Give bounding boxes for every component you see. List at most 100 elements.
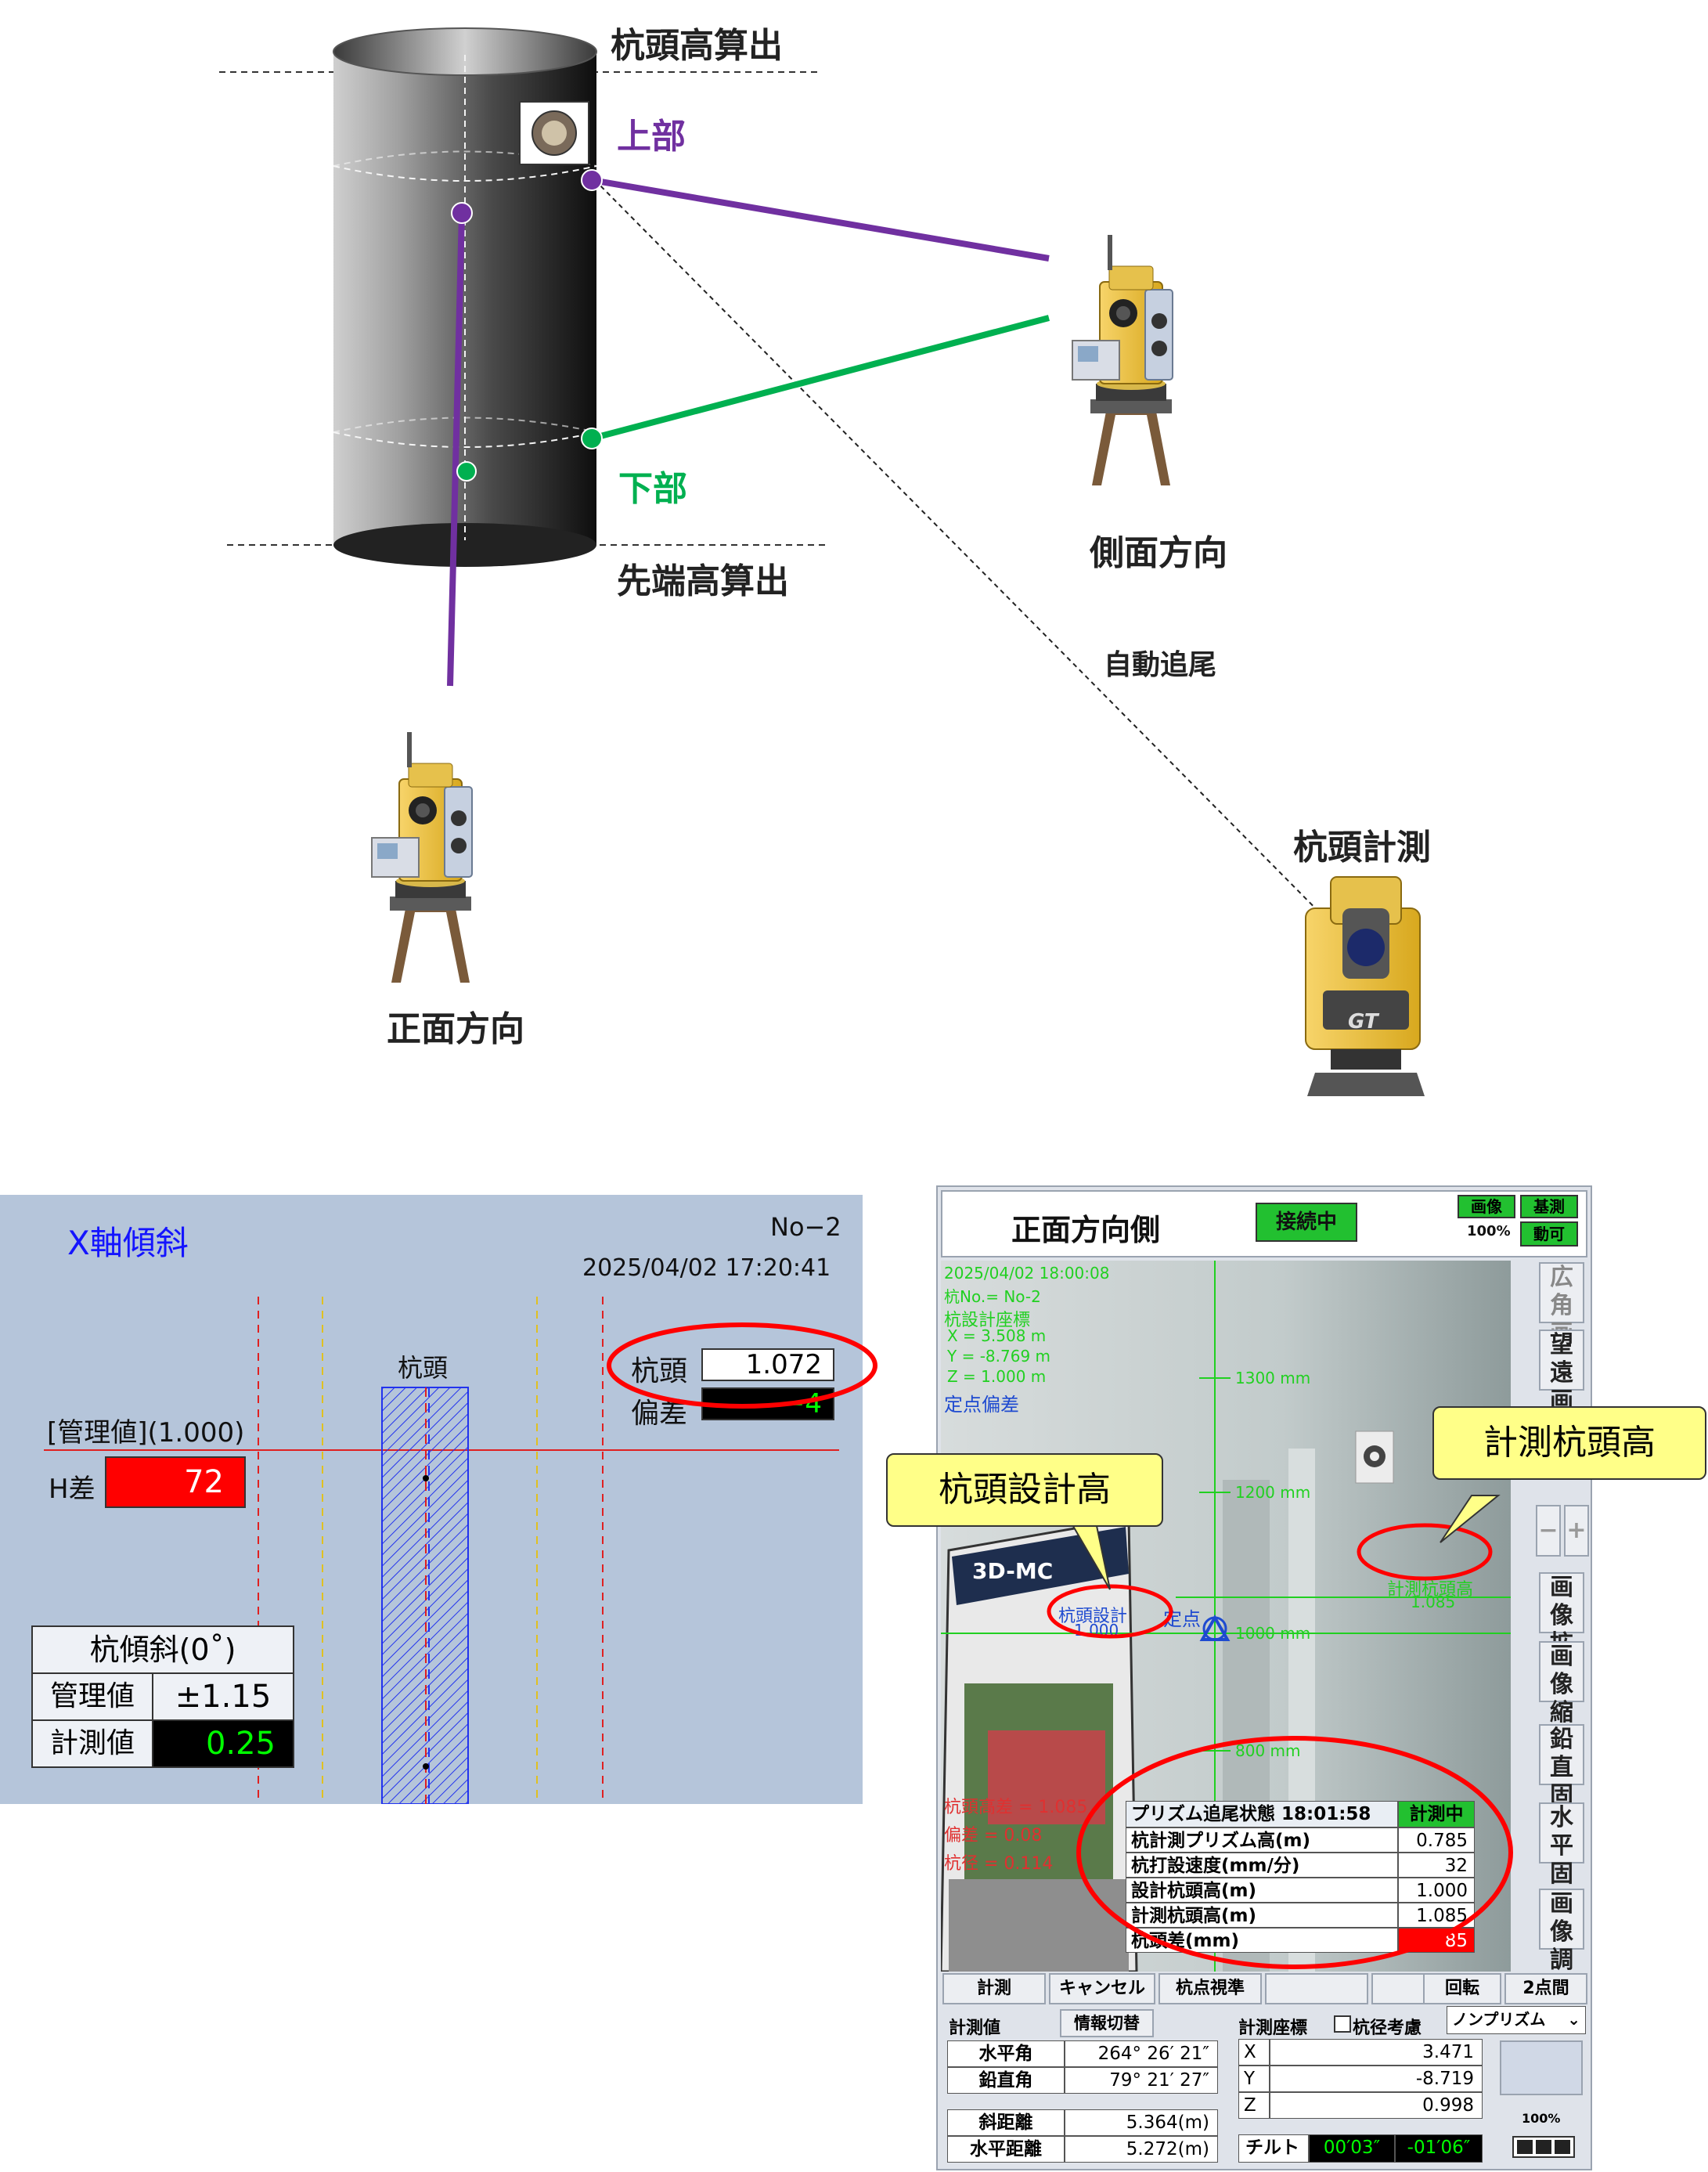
measure-button[interactable]: 計測 xyxy=(942,1973,1046,2004)
table-row-value: 1.000 xyxy=(1398,1878,1475,1903)
panel-title: X軸傾斜 xyxy=(67,1224,189,1262)
cam-scale-3: 1000 mm xyxy=(1235,1624,1311,1643)
panel-datetime: 2025/04/02 17:20:41 xyxy=(582,1254,831,1282)
x-tilt-panel: X軸傾斜 No−2 2025/04/02 17:20:41 杭頭 杭頭 1.07… xyxy=(0,1195,863,1804)
image-button[interactable]: 画像 xyxy=(1458,1195,1515,1218)
y-label: Y xyxy=(1238,2066,1270,2092)
cam-overlay-diameter: 杭径 = 0.114 xyxy=(944,1854,1054,1874)
front-total-station-icon xyxy=(371,731,473,983)
auto-track-line xyxy=(588,173,1347,940)
table-row-label: 設計杭頭高(m) xyxy=(1126,1878,1398,1903)
measured-height-callout: 計測杭頭高 xyxy=(1432,1406,1706,1480)
lower-front-target xyxy=(456,461,477,482)
status-box xyxy=(1500,2040,1583,2095)
cam-x: X = 3.508 m xyxy=(947,1326,1047,1345)
design-height-callout: 杭頭設計高 xyxy=(886,1453,1163,1527)
v-angle-value: 79° 21′ 27″ xyxy=(1065,2067,1218,2094)
front-direction-app: 正面方向側 接続中 画像 基測 100% 動可 xyxy=(936,1185,1592,2170)
camera-view: 2025/04/02 18:00:08 杭No.= No-2 杭設計座標 X =… xyxy=(941,1261,1511,1972)
z-label: Z xyxy=(1238,2092,1270,2119)
cam-head-meas: 計測杭頭高 xyxy=(1387,1580,1474,1600)
table-row-label: 杭頭差(mm) xyxy=(1126,1928,1398,1953)
slope-distance-value: 5.364(m) xyxy=(1065,2109,1218,2136)
pile-diagram xyxy=(219,27,1425,1096)
zoom-in-button[interactable]: 画像拡大 xyxy=(1539,1572,1584,1686)
prism-mode-select[interactable]: ノンプリズム⌄ xyxy=(1447,2006,1586,2034)
y-value: -8.719 xyxy=(1270,2066,1483,2092)
info-switch-button[interactable]: 情報切替 xyxy=(1060,2009,1154,2037)
top-calc-label: 杭頭高算出 xyxy=(611,26,783,66)
table-row-value: 32 xyxy=(1398,1853,1475,1878)
connection-status[interactable]: 接続中 xyxy=(1256,1203,1357,1242)
upper-front-line xyxy=(447,212,465,687)
x-value: 3.471 xyxy=(1270,2039,1483,2066)
cam-fixed-deviation: 定点偏差 xyxy=(944,1394,1019,1416)
tilt-mgmt-label: 管理値 xyxy=(31,1672,153,1721)
auto-track-label: 自動追尾 xyxy=(1104,649,1217,681)
upper-side-line xyxy=(591,177,1050,262)
tele-image-button[interactable]: 望遠画像 xyxy=(1539,1330,1584,1443)
upper-label: 上部 xyxy=(617,117,686,157)
cam-overlay-deviation: 偏差 = 0.08 xyxy=(944,1826,1043,1845)
tracking-status: 計測中 xyxy=(1398,1801,1475,1827)
pile-label: 杭頭 xyxy=(398,1353,449,1383)
cam-pile-no: 杭No.= No-2 xyxy=(944,1287,1041,1306)
cam-head-design-value: 1.000 xyxy=(1074,1621,1119,1640)
tilt-label: チルト xyxy=(1238,2134,1309,2163)
blank-button[interactable] xyxy=(1265,1973,1368,2004)
cam-scale-4: 800 mm xyxy=(1235,1741,1301,1760)
horizontal-distance-value: 5.272(m) xyxy=(1065,2136,1218,2163)
pile-dia-consider-label: 杭径考慮 xyxy=(1353,2019,1422,2038)
cam-overlay-head-diff: 杭頭高差 = 1.085 xyxy=(944,1798,1088,1817)
gt-badge: GT xyxy=(1348,1010,1378,1034)
battery-icon xyxy=(1512,2136,1575,2158)
baseline-button[interactable]: 基測 xyxy=(1520,1195,1578,1218)
horizontal-lock-button[interactable]: 水平固定 xyxy=(1539,1802,1584,1916)
pile-head-label: 杭頭 xyxy=(631,1355,688,1387)
tracking-header: プリズム追尾状態 18:01:58 xyxy=(1126,1801,1398,1827)
h-angle-label: 水平角 xyxy=(947,2040,1065,2067)
rotate-button[interactable]: 回転 xyxy=(1423,1973,1501,2004)
battery-percent: 100% xyxy=(1522,2111,1561,2126)
cam-scale-1: 1300 mm xyxy=(1235,1369,1311,1387)
vertical-lock-button[interactable]: 鉛直固定 xyxy=(1539,1724,1584,1838)
wide-image-button[interactable]: 広角画像 xyxy=(1539,1262,1584,1376)
upper-side-target xyxy=(581,169,603,191)
cam-scale-2: 1200 mm xyxy=(1235,1483,1311,1502)
zoom-out-button[interactable]: 画像縮小 xyxy=(1539,1641,1584,1755)
table-row-value: 0.785 xyxy=(1398,1827,1475,1853)
measured-value-label: 計測値 xyxy=(949,2019,1001,2038)
cam-head-meas-value: 1.085 xyxy=(1411,1593,1456,1611)
image-adjust-button[interactable]: 画像調整 xyxy=(1539,1889,1584,2002)
poster-text: 3D-MC xyxy=(972,1558,1054,1584)
tilt-value-1: 00′03″ xyxy=(1309,2134,1395,2163)
pile-collimation-button[interactable]: 杭点視準 xyxy=(1158,1973,1262,2004)
cancel-button[interactable]: キャンセル xyxy=(1049,1973,1155,2004)
prism-icon xyxy=(519,101,589,165)
cam-coord-title: 杭設計座標 xyxy=(944,1311,1031,1330)
tilt-value-2: -01′06″ xyxy=(1395,2134,1483,2163)
pile-dia-checkbox[interactable] xyxy=(1334,2015,1351,2033)
table-row-value: 1.085 xyxy=(1398,1903,1475,1928)
lower-side-line xyxy=(590,315,1050,442)
side-total-station-icon xyxy=(1072,234,1173,486)
h-diff-label: H差 xyxy=(49,1474,95,1505)
front-direction-label: 正面方向 xyxy=(387,1009,524,1049)
two-point-button[interactable]: 2点間 xyxy=(1504,1973,1587,2004)
plus-button[interactable]: + xyxy=(1564,1505,1589,1557)
lower-side-target xyxy=(581,428,603,449)
chevron-down-icon: ⌄ xyxy=(1567,2010,1580,2029)
upper-front-target xyxy=(451,202,473,224)
measured-coord-label: 計測座標 xyxy=(1238,2019,1308,2038)
x-label: X xyxy=(1238,2039,1270,2066)
move-enable-button[interactable]: 動可 xyxy=(1520,1221,1578,1247)
minus-button[interactable]: − xyxy=(1536,1505,1561,1557)
table-row-label: 計測杭頭高(m) xyxy=(1126,1903,1398,1928)
deviation-label: 偏差 xyxy=(631,1398,688,1430)
table-row-value: 85 xyxy=(1398,1928,1475,1953)
cam-y: Y = -8.769 m xyxy=(947,1347,1051,1366)
tilt-meas-value: 0.25 xyxy=(152,1719,294,1768)
tilt-meas-label: 計測値 xyxy=(31,1719,153,1768)
cam-datetime: 2025/04/02 18:00:08 xyxy=(944,1264,1110,1283)
side-direction-label: 側面方向 xyxy=(1090,533,1227,573)
